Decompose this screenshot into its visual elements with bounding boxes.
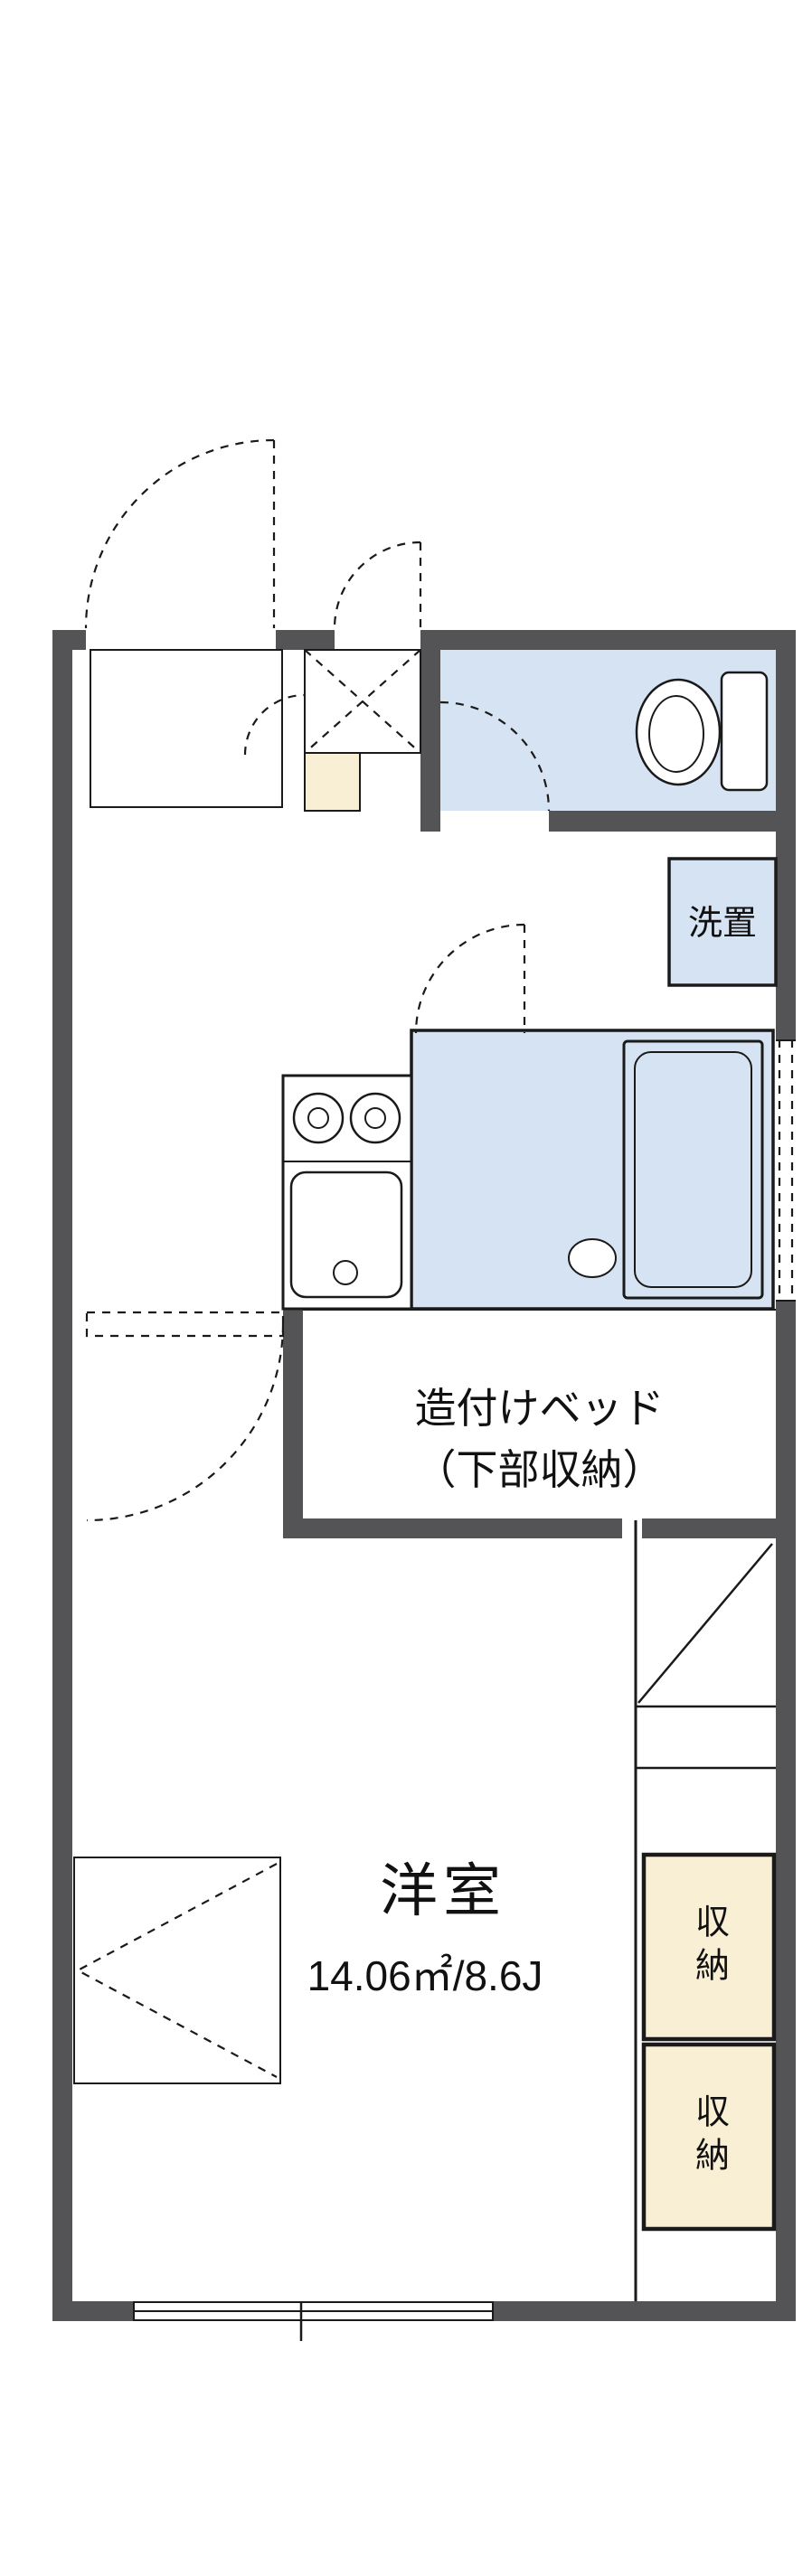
diagonal-marker [637,1543,773,1704]
storage-box-upper [641,1852,777,2042]
fixture-layer [90,649,796,2341]
kitchen-counter [281,1074,413,1311]
wall-top-left [52,630,86,650]
room-name-label: 洋室 [380,1858,506,1923]
wall-bed-bottom-right [642,1518,776,1538]
laundry-box [667,857,778,987]
sink-basin [289,1170,403,1299]
toilet-door-arc [439,700,551,812]
bathroom-door-arc [414,923,525,1034]
wall-entry-stub [420,650,440,832]
hall-floor [90,649,283,808]
toilet-tank [720,671,769,792]
storage-lower-label: 収納 [689,2093,728,2180]
wall-bed-left [283,1309,303,1538]
wall-right-upper [776,630,796,1039]
bed-label-line1: 造付けベッド [414,1385,665,1432]
toilet-bowl-inner [648,695,704,773]
burner-right-icon [349,1092,401,1144]
wall-top-mid [276,630,335,650]
outer-storage-door-arc [333,541,421,629]
wall-bed-bottom-left [303,1518,622,1538]
wall-bottom-left [52,2301,134,2321]
wash-bowl [568,1238,617,1278]
door-swing-layer [73,438,551,2084]
bed-label: 造付けベッド （下部収納） [303,1377,776,1500]
wall-bottom-right [493,2301,796,2321]
entrance-door-arc [84,438,275,629]
burner-left-inner [307,1107,329,1129]
wall-top-right [420,630,796,650]
entry-storage-x-mark [304,649,421,754]
laundry-label: 洗置 [687,905,757,943]
genkan-step [304,752,361,812]
room-door-arc [86,1323,285,1522]
storage-box-lower [641,2042,777,2232]
burner-left-icon [292,1092,345,1144]
shoe-cabinet-door-arc [243,693,306,756]
casement-window-box [73,1857,281,2084]
storage-upper-label: 収納 [689,1904,728,1990]
casement-window-chevron [75,1863,278,2078]
room-door-leaf [85,1311,285,1338]
bathtub [622,1039,764,1300]
wall-toilet-bottom [549,811,776,832]
wall-layer [52,630,796,2321]
burner-right-inner [364,1107,386,1129]
bed-label-line2: （下部収納） [414,1446,665,1493]
sink-drain [333,1260,358,1285]
wall-right-lower [776,1302,796,2321]
room-area-label: 14.06㎡/8.6J [307,1952,543,1999]
bathtub-inner [634,1051,752,1288]
wall-left [52,630,72,2321]
